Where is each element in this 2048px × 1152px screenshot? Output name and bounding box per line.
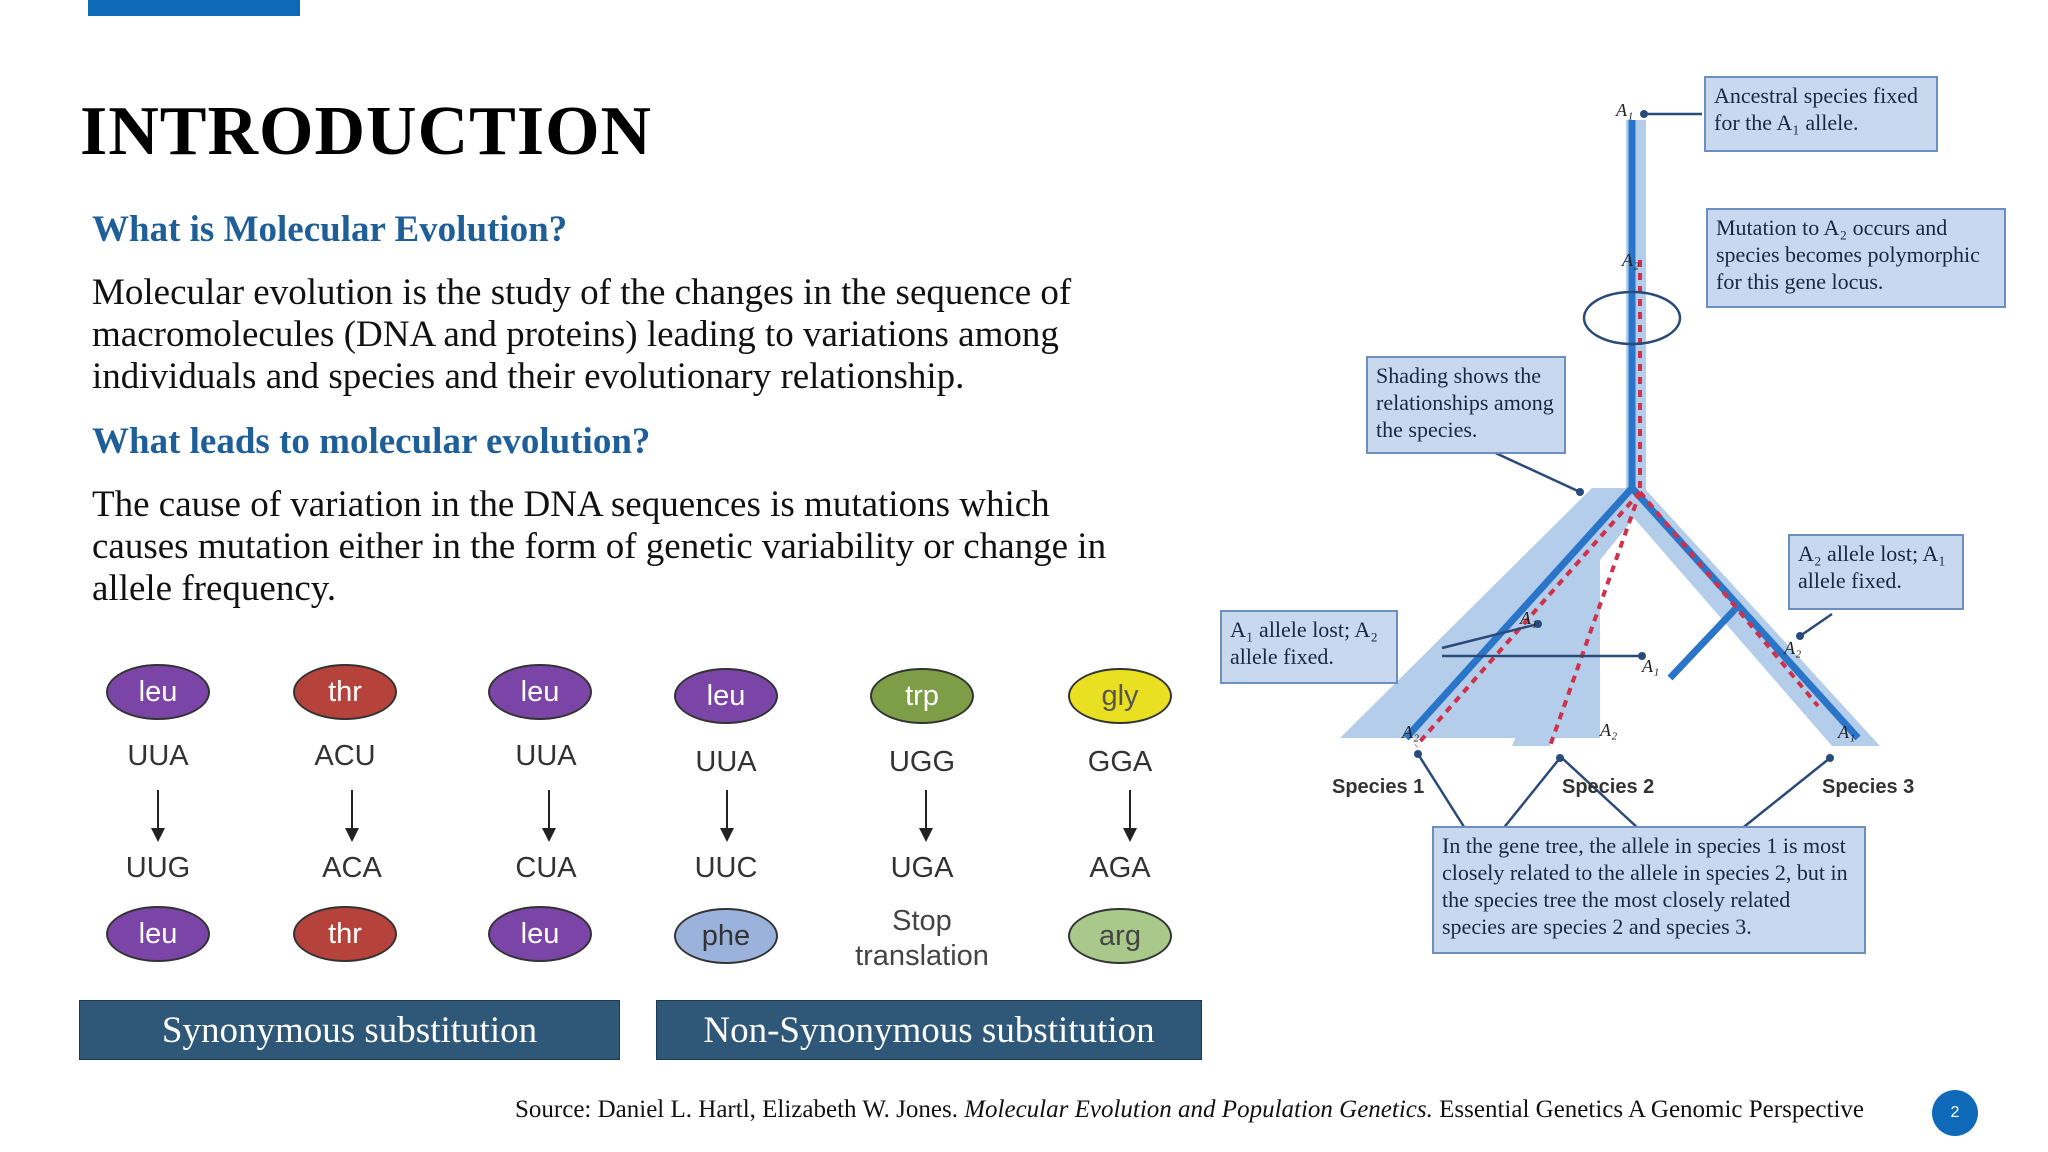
aa-label: arg: [1099, 919, 1141, 952]
slide-title: INTRODUCTION: [80, 93, 653, 170]
aa-oval-top: gly: [1068, 668, 1172, 724]
aa-label: thr: [328, 675, 362, 708]
aa-oval-bottom: arg: [1068, 908, 1172, 964]
source-separator: .: [951, 1096, 965, 1123]
aa-oval-bottom: leu: [488, 906, 592, 962]
aa-label: leu: [138, 675, 178, 708]
codon-top: UUA: [515, 740, 577, 772]
label-a2-species1: A₂: [1402, 722, 1420, 742]
codon-top: GGA: [1087, 746, 1153, 778]
label-a1-root: A₁: [1616, 100, 1634, 120]
stop-translation-label: Stop translation: [855, 905, 989, 972]
source-title: Molecular Evolution and Population Genet…: [964, 1096, 1433, 1123]
aa-oval-top: trp: [870, 668, 974, 724]
aa-label: leu: [520, 675, 560, 708]
codon-bottom: UUG: [125, 852, 191, 884]
codon-bottom: UUC: [694, 852, 758, 884]
aa-oval-top: thr: [293, 664, 397, 720]
aa-label: gly: [1101, 679, 1139, 712]
aa-label: leu: [520, 917, 560, 950]
box-a1-lost: A₁ allele lost; A₂ allele fixed.: [1220, 610, 1398, 684]
aa-oval-bottom: leu: [106, 906, 210, 962]
source-authors: Source: Daniel L. Hartl, Elizabeth W. Jo…: [515, 1096, 952, 1123]
question-1: What is Molecular Evolution?: [92, 209, 568, 250]
codon-bottom: UGA: [890, 852, 954, 884]
aa-label: leu: [706, 679, 746, 712]
label-a1-left: A₁: [1520, 608, 1538, 628]
species-2-label: Species 2: [1562, 776, 1655, 798]
paragraph-1: Molecular evolution is the study of the …: [92, 272, 1072, 397]
codon-top: UUA: [695, 746, 757, 778]
page-number-badge: 2: [1932, 1090, 1978, 1136]
synonymous-label: Synonymous substitution: [79, 1000, 620, 1060]
codon-bottom: AGA: [1089, 852, 1151, 884]
codon-bottom: CUA: [515, 852, 577, 884]
accent-bar: [88, 0, 300, 16]
label-a2-right: A₂: [1784, 638, 1802, 658]
box-shading: Shading shows the relationships among th…: [1366, 356, 1566, 454]
aa-oval-top: leu: [488, 664, 592, 720]
box-a2-lost: A₂ allele lost; A₁ allele fixed.: [1788, 534, 1964, 610]
aa-label: thr: [328, 917, 362, 950]
codon-bottom: ACA: [322, 852, 382, 884]
source-citation: Source: Daniel L. Hartl, Elizabeth W. Jo…: [515, 1096, 1864, 1124]
gene-tree-figure: A₁ A₂ A₁ A₁ A₂ A₂ A₂ A₁ Ancestral specie…: [1220, 70, 2010, 970]
aa-oval-top: leu: [674, 668, 778, 724]
non-synonymous-label: Non-Synonymous substitution: [656, 1000, 1202, 1060]
box-gene-tree: In the gene tree, the allele in species …: [1432, 826, 1866, 954]
species-1-label: Species 1: [1332, 776, 1425, 798]
aa-oval-bottom: thr: [293, 906, 397, 962]
source-suffix: Essential Genetics A Genomic Perspective: [1432, 1096, 1865, 1123]
aa-label: trp: [905, 679, 939, 712]
species-3-label: Species 3: [1822, 776, 1915, 798]
label-a1-mid: A₁: [1642, 656, 1660, 676]
aa-label: leu: [138, 917, 178, 950]
aa-oval-top: leu: [106, 664, 210, 720]
gene-tree-diagram: [1340, 110, 1880, 831]
label-a2-trunk: A₂: [1622, 250, 1640, 270]
question-2: What leads to molecular evolution?: [92, 421, 651, 462]
label-a1-species3: A₁: [1838, 722, 1856, 742]
codon-top: UGG: [888, 746, 956, 778]
paragraph-2: The cause of variation in the DNA sequen…: [92, 484, 1107, 609]
label-a2-species2: A₂: [1600, 720, 1618, 740]
codon-top: ACU: [314, 740, 376, 772]
codon-top: UUA: [127, 740, 189, 772]
aa-oval-bottom: phe: [674, 908, 778, 964]
box-mutation: Mutation to A₂ occurs and species become…: [1706, 208, 2006, 308]
box-ancestral: Ancestral species fixed for the A₁ allel…: [1704, 76, 1938, 152]
aa-label: phe: [701, 919, 751, 952]
